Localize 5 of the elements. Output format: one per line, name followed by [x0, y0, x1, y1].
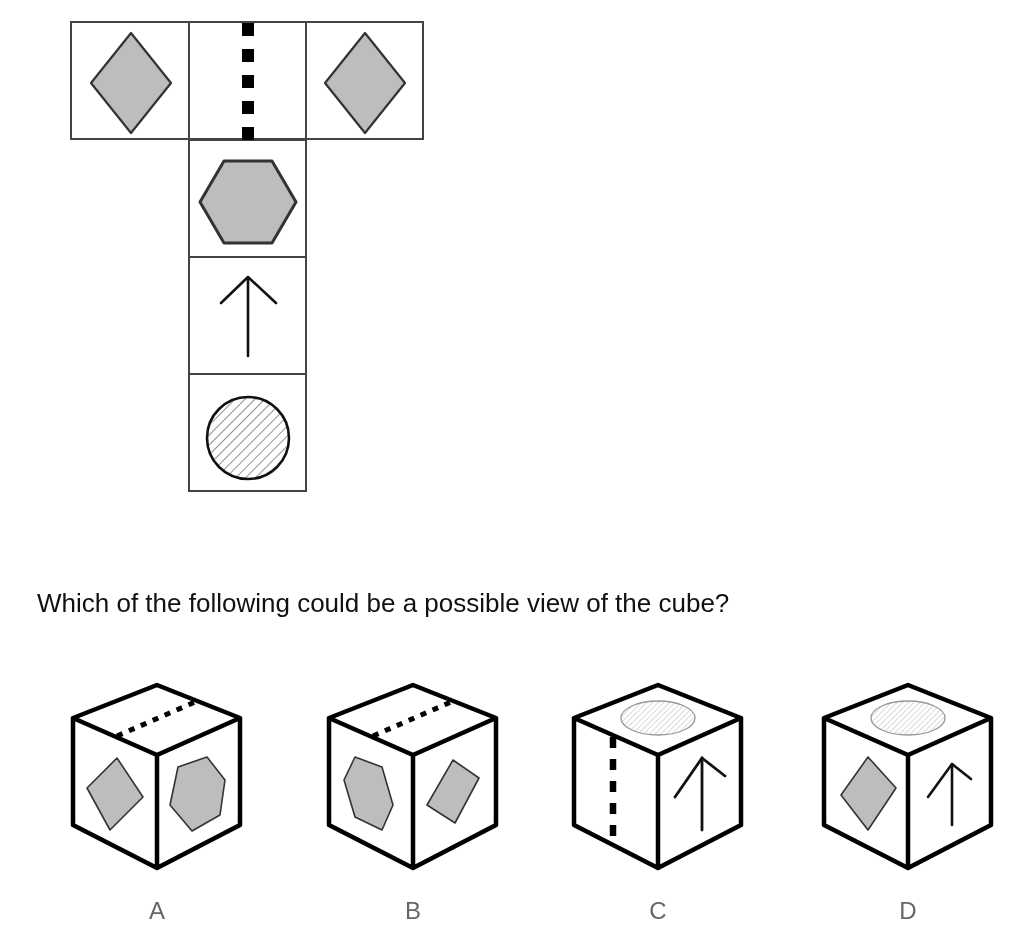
option-label: C — [648, 897, 668, 925]
question-text: Which of the following could be a possible view of the cube? — [37, 587, 730, 619]
option-label: D — [898, 897, 918, 925]
option-label: A — [148, 897, 166, 925]
option-label: B — [404, 897, 422, 925]
